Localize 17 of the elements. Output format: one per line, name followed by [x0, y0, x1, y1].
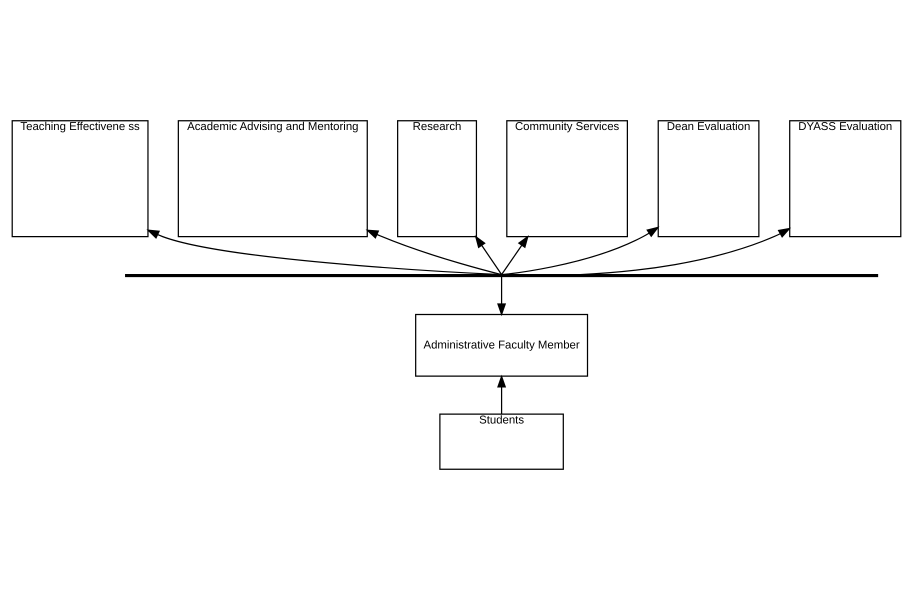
arrow — [501, 235, 529, 275]
arrow — [146, 229, 502, 276]
arrow — [474, 235, 502, 275]
node-box: Research — [397, 120, 478, 238]
node-box: Administrative Faculty Member — [415, 314, 588, 377]
node-box: Community Services — [506, 120, 628, 238]
node-bar — [125, 274, 878, 278]
node-box: Students — [439, 414, 564, 470]
arrow — [366, 229, 502, 276]
node-box: Teaching Effectivene ss — [12, 120, 149, 238]
node-box: Dean Evaluation — [658, 120, 760, 238]
arrow — [497, 276, 506, 316]
arrow — [580, 228, 792, 276]
arrow — [497, 374, 506, 414]
node-box: Academic Advising and Mentoring — [178, 120, 368, 238]
node-box: DYASS Evaluation — [789, 120, 902, 238]
arrow — [502, 226, 660, 276]
